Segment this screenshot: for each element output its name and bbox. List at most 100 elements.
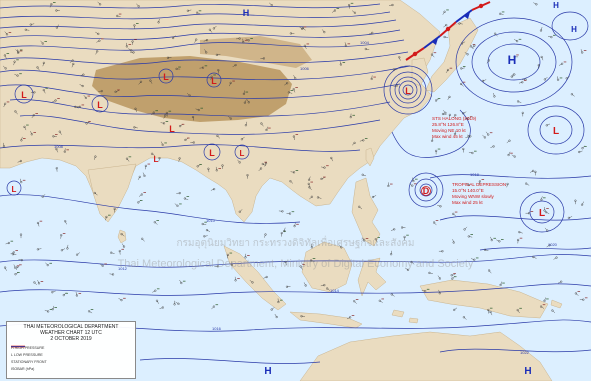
station-plot	[76, 104, 85, 108]
land-new-guinea	[419, 279, 549, 319]
station-plot	[435, 98, 441, 102]
storm-info-line: Moving WNW slowly	[452, 194, 494, 199]
station-plot	[316, 196, 322, 199]
station-plot	[99, 263, 107, 267]
station-plot	[487, 307, 493, 314]
station-plot	[60, 233, 66, 239]
station-plot	[110, 251, 115, 254]
pressure-center-l-pakistan: L	[97, 100, 103, 110]
station-plot	[513, 38, 522, 43]
station-plot	[109, 273, 115, 276]
station-plot	[138, 80, 143, 85]
station-plot	[299, 264, 305, 270]
station-plot	[30, 131, 36, 136]
station-plot	[512, 73, 516, 78]
station-plot	[289, 32, 295, 35]
station-plot	[506, 139, 511, 144]
station-plot	[242, 38, 248, 44]
station-plot	[565, 76, 570, 80]
station-plot	[553, 256, 558, 260]
station-plot	[485, 131, 493, 136]
station-plot	[359, 138, 368, 142]
pressure-center-l-taiwan-storm: L	[405, 86, 411, 96]
pressure-center-l-pacific-east: L	[553, 126, 559, 137]
watermark-english: Thai Meteorological Department, Ministry…	[117, 258, 474, 270]
station-plot	[462, 316, 467, 320]
station-plot	[551, 309, 556, 314]
station-plot	[559, 61, 567, 66]
legend-key-label: ISOBAR (hPa)	[11, 366, 35, 371]
station-plot	[278, 210, 284, 213]
watermark-thai: กรมอุตุนิยมวิทยา กระทรวงดิจิทัลเพื่อเศรษ…	[176, 238, 415, 249]
station-plot	[277, 298, 283, 304]
station-plot	[230, 261, 233, 267]
legend-chart-time: WEATHER CHART 12 UTC	[40, 330, 102, 336]
station-plot	[525, 211, 534, 215]
station-plot	[212, 25, 217, 30]
station-plot	[544, 227, 549, 232]
station-plot	[20, 136, 26, 142]
station-plot	[392, 68, 398, 71]
station-plot	[310, 243, 313, 249]
station-plot	[532, 255, 537, 259]
station-plot	[421, 288, 430, 293]
station-plot	[49, 2, 56, 8]
station-plot	[398, 56, 401, 61]
legend-date: 2 OCTOBER 2019	[50, 336, 92, 342]
station-plot	[496, 239, 504, 243]
station-plot	[155, 299, 159, 304]
station-plot	[204, 49, 208, 54]
station-plot	[137, 175, 141, 180]
station-plot	[344, 42, 351, 47]
station-plot	[62, 292, 68, 297]
station-plot	[450, 273, 456, 277]
station-plot	[578, 150, 583, 154]
station-plot	[120, 233, 125, 237]
station-plot	[490, 236, 496, 242]
isobar-label: 1022	[520, 350, 530, 355]
station-plot	[31, 113, 38, 119]
station-plot	[489, 310, 493, 316]
station-plot	[245, 38, 253, 42]
station-plot	[216, 134, 221, 139]
station-plot	[36, 220, 43, 227]
pressure-center-l-pacific-se: L	[539, 208, 545, 219]
station-plot	[300, 315, 306, 318]
storm-info-line: 25.8°N 126.8°E	[432, 122, 464, 127]
station-plot	[263, 275, 268, 279]
station-plot	[537, 64, 540, 69]
station-plot	[134, 107, 137, 113]
isobar-label: 1014	[330, 288, 340, 293]
station-plot	[488, 269, 492, 274]
station-plot	[20, 178, 26, 184]
station-plot	[579, 297, 588, 301]
station-plot	[499, 11, 505, 15]
pressure-center-l-tibet-2: L	[211, 76, 217, 86]
station-plot	[113, 207, 116, 213]
station-plot	[264, 162, 268, 167]
station-plot	[460, 81, 466, 87]
station-plot	[217, 69, 220, 74]
station-plot	[118, 248, 124, 255]
station-plot	[63, 148, 69, 153]
pressure-center-l-china-south-2: L	[240, 149, 245, 158]
station-plot	[530, 169, 535, 173]
storm-info-line: STS HALONG (2019)	[432, 116, 477, 121]
station-plot	[75, 252, 80, 256]
station-plot	[412, 177, 418, 183]
station-plot	[114, 89, 120, 93]
station-plot	[69, 59, 74, 63]
station-plot	[410, 260, 415, 265]
station-plot	[534, 170, 537, 176]
station-plot	[196, 10, 202, 15]
legend-department: THAI METEOROLOGICAL DEPARTMENT	[23, 324, 119, 330]
station-plot	[243, 99, 247, 104]
station-plot	[178, 157, 181, 162]
station-plot	[513, 54, 519, 58]
station-plot	[511, 154, 516, 158]
station-plot	[557, 280, 563, 284]
plateau-tibet	[92, 56, 292, 122]
